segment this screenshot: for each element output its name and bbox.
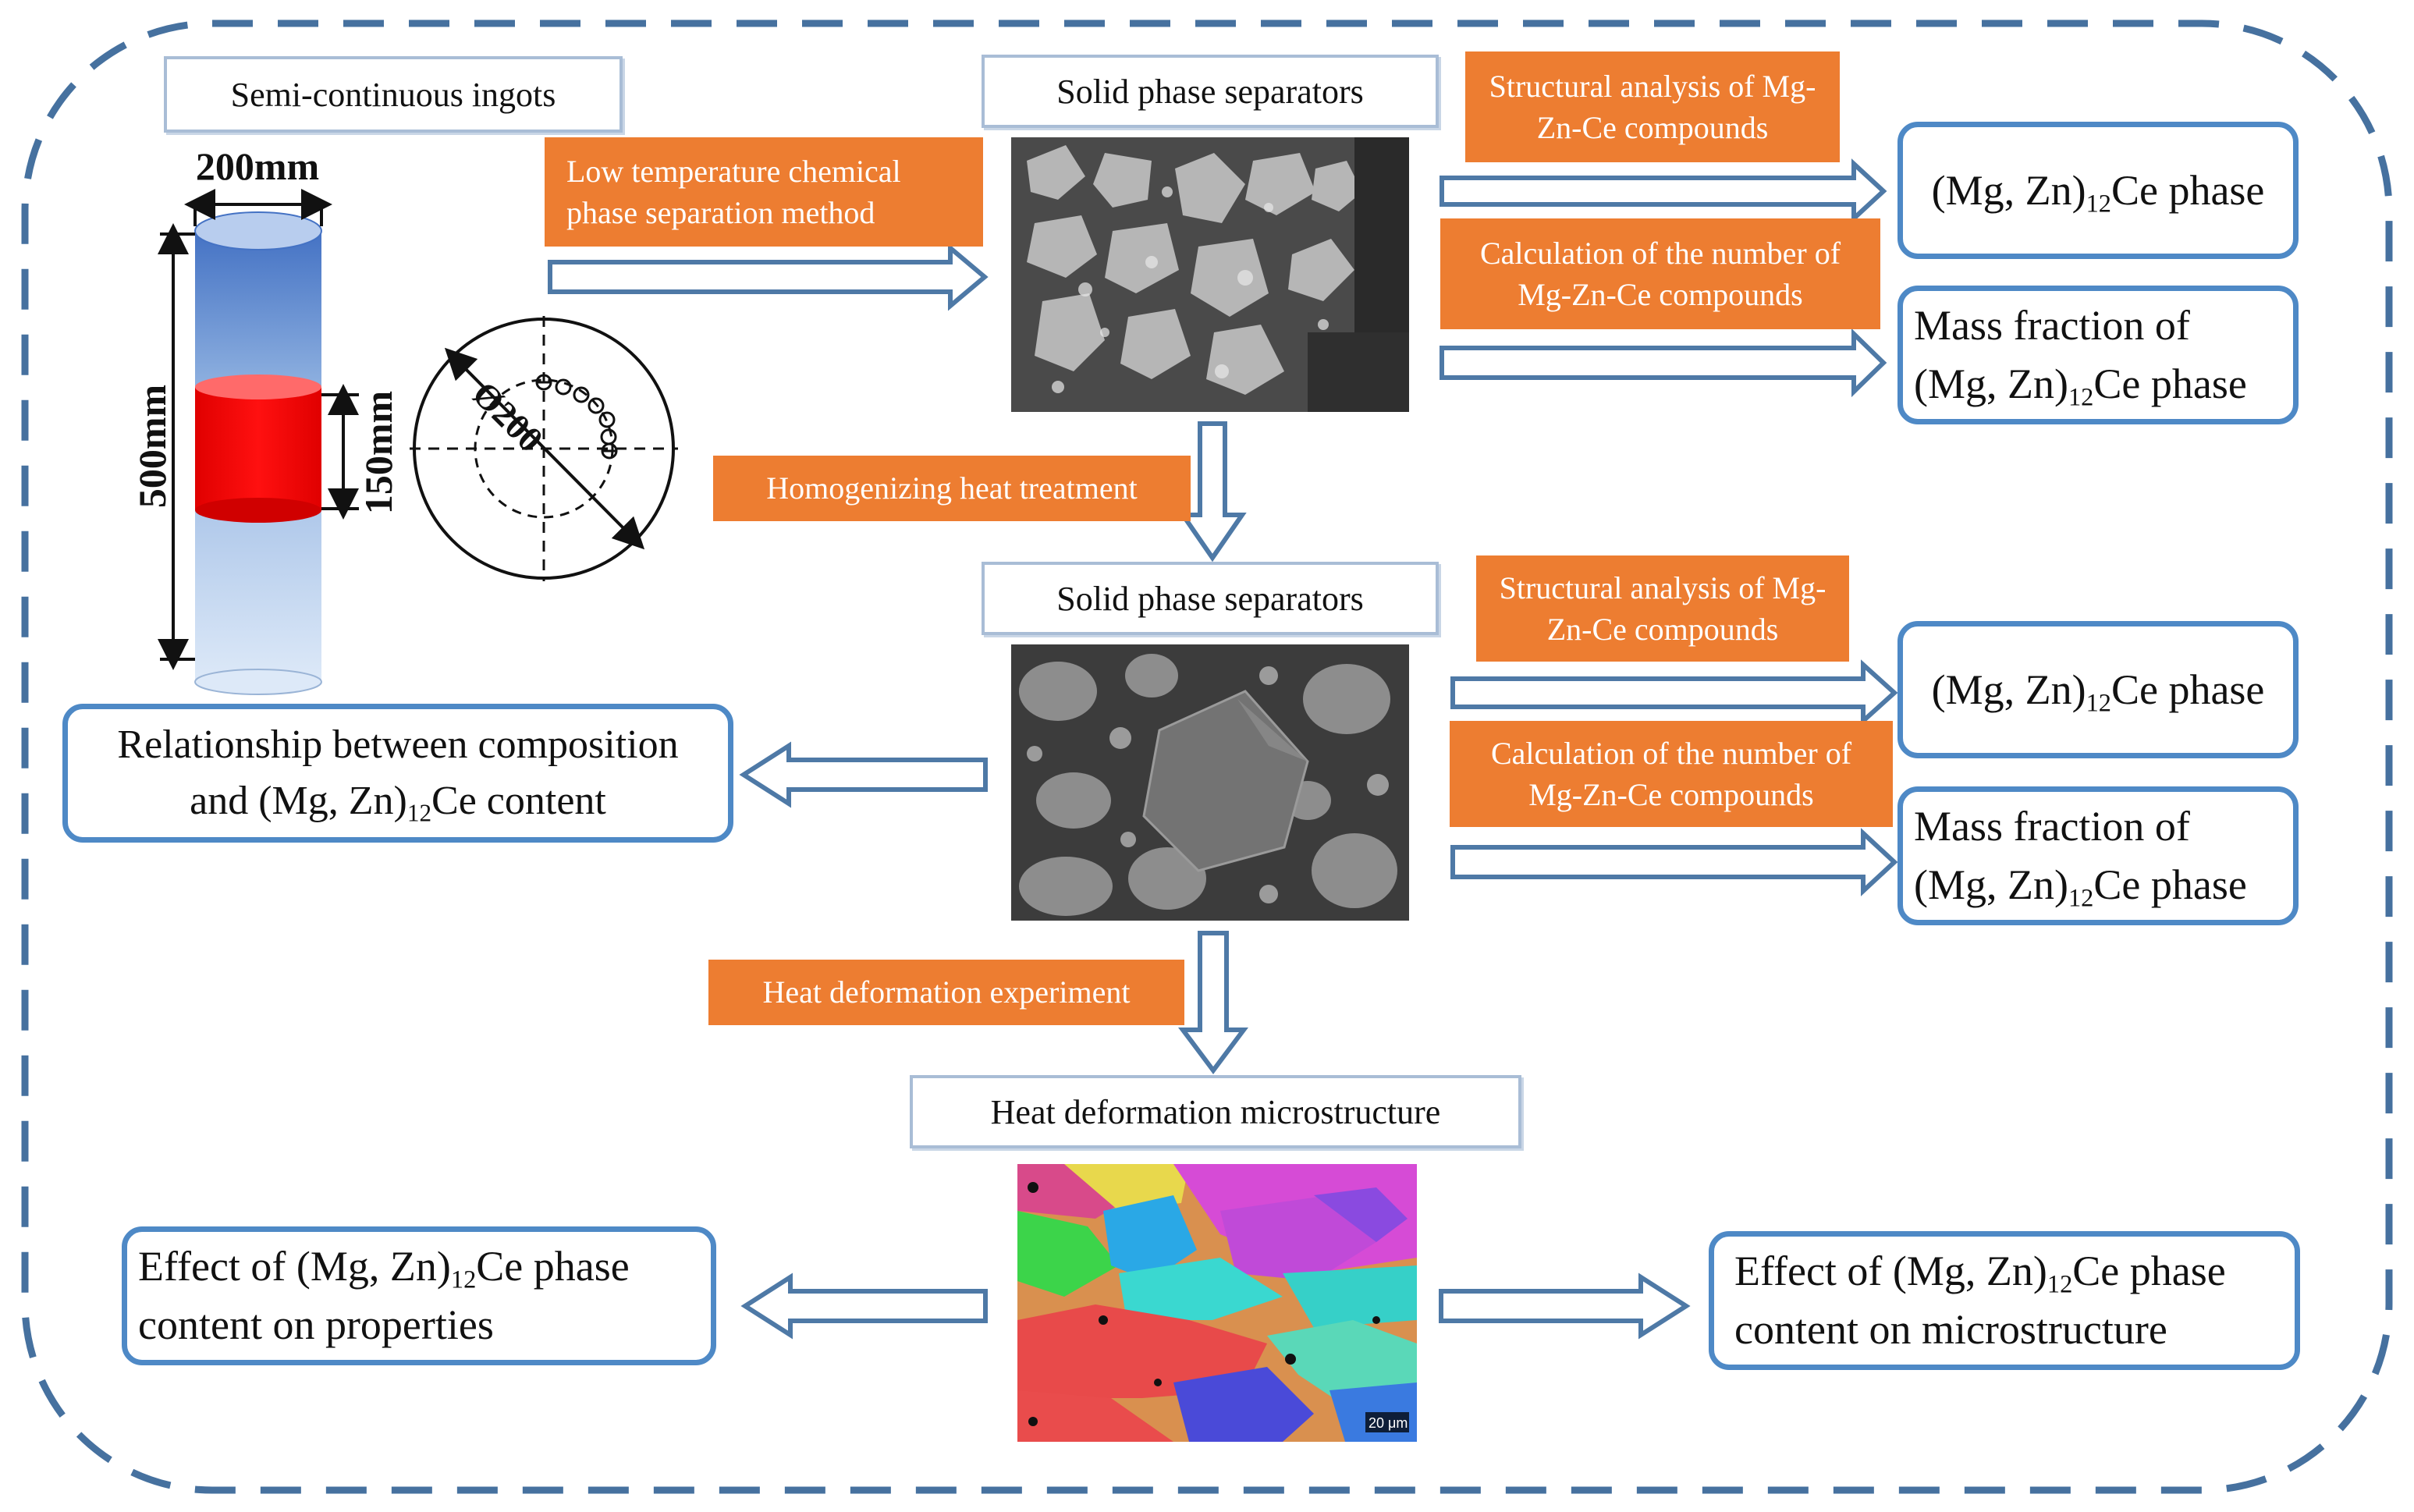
sem-texture-top bbox=[1011, 137, 1409, 412]
calc-label-top-box: Calculation of the number of Mg-Zn-Ce co… bbox=[1440, 218, 1880, 329]
sem-texture-middle bbox=[1011, 644, 1409, 921]
ebsd-texture bbox=[1017, 1164, 1417, 1442]
relationship-box: Relationship between composition and (Mg… bbox=[62, 704, 733, 843]
mass-line1-mid: Mass fraction of bbox=[1914, 803, 2190, 850]
phase-text-top: (Mg, Zn)12Ce phase bbox=[1931, 166, 2265, 218]
microstructure-box: Effect of (Mg, Zn)12Ce phase content on … bbox=[1709, 1231, 2300, 1370]
phase-box-top: (Mg, Zn)12Ce phase bbox=[1897, 122, 2299, 259]
dim-height-label: 500mm bbox=[130, 385, 174, 508]
separator-title-top-box: Solid phase separators bbox=[982, 55, 1439, 128]
sem-image-middle bbox=[1011, 644, 1409, 921]
separator-title-mid: Solid phase separators bbox=[1056, 579, 1364, 618]
method-label-box: Low temperature chemical phase separatio… bbox=[545, 137, 983, 247]
mass-line1-top: Mass fraction of bbox=[1914, 302, 2190, 350]
calc-label-mid: Calculation of the number of Mg-Zn-Ce co… bbox=[1490, 735, 1852, 812]
cross-section-diagram bbox=[410, 316, 678, 581]
structural-label-top: Structural analysis of Mg-Zn-Ce compound… bbox=[1489, 68, 1816, 145]
relationship-line2: and (Mg, Zn)12Ce content bbox=[190, 779, 606, 827]
phase-box-mid: (Mg, Zn)12Ce phase bbox=[1897, 621, 2299, 758]
treatment-label-box: Homogenizing heat treatment bbox=[713, 456, 1191, 521]
separator-title-top: Solid phase separators bbox=[1056, 72, 1364, 111]
mass-line2-top: (Mg, Zn)12Ce phase bbox=[1914, 360, 2247, 412]
treatment-label: Homogenizing heat treatment bbox=[766, 470, 1138, 506]
ingots-title: Semi-continuous ingots bbox=[230, 75, 556, 114]
dashed-frame bbox=[21, 20, 2393, 1494]
ingot-dimensions bbox=[158, 189, 359, 670]
sem-image-top bbox=[1011, 137, 1409, 412]
mass-box-top: Mass fraction of (Mg, Zn)12Ce phase bbox=[1897, 286, 2299, 424]
experiment-label: Heat deformation experiment bbox=[762, 974, 1131, 1010]
method-label: Low temperature chemical phase separatio… bbox=[566, 153, 901, 230]
calc-label-mid-box: Calculation of the number of Mg-Zn-Ce co… bbox=[1450, 721, 1893, 827]
ingot-drawing bbox=[194, 211, 322, 695]
properties-box: Effect of (Mg, Zn)12Ce phase content on … bbox=[122, 1226, 716, 1365]
structural-label-mid-box: Structural analysis of Mg-Zn-Ce compound… bbox=[1476, 555, 1849, 662]
relationship-line1: Relationship between composition bbox=[117, 722, 679, 768]
phase-text-mid: (Mg, Zn)12Ce phase bbox=[1931, 665, 2265, 718]
microstructure-line1: Effect of (Mg, Zn)12Ce phase bbox=[1734, 1248, 2226, 1300]
dim-width-label: 200mm bbox=[196, 144, 319, 188]
ebsd-image: 20 μm bbox=[1017, 1164, 1417, 1442]
properties-line1: Effect of (Mg, Zn)12Ce phase bbox=[138, 1243, 630, 1295]
microstructure-line2: content on microstructure bbox=[1734, 1306, 2167, 1353]
dim-sample-label: 150mm bbox=[357, 391, 400, 514]
micro-title-box: Heat deformation microstructure bbox=[910, 1075, 1521, 1148]
structural-label-mid: Structural analysis of Mg-Zn-Ce compound… bbox=[1499, 570, 1826, 647]
mass-line2-mid: (Mg, Zn)12Ce phase bbox=[1914, 861, 2247, 913]
micro-title: Heat deformation microstructure bbox=[990, 1092, 1441, 1131]
flow-arrows bbox=[548, 158, 1898, 1340]
separator-title-mid-box: Solid phase separators bbox=[982, 562, 1439, 635]
ingots-title-box: Semi-continuous ingots bbox=[164, 56, 623, 133]
properties-line2: content on properties bbox=[138, 1301, 494, 1348]
structural-label-top-box: Structural analysis of Mg-Zn-Ce compound… bbox=[1465, 51, 1840, 162]
mass-box-mid: Mass fraction of (Mg, Zn)12Ce phase bbox=[1897, 786, 2299, 925]
scale-bar-label: 20 μm bbox=[1369, 1415, 1408, 1431]
calc-label-top: Calculation of the number of Mg-Zn-Ce co… bbox=[1479, 235, 1841, 312]
experiment-label-box: Heat deformation experiment bbox=[708, 960, 1184, 1025]
